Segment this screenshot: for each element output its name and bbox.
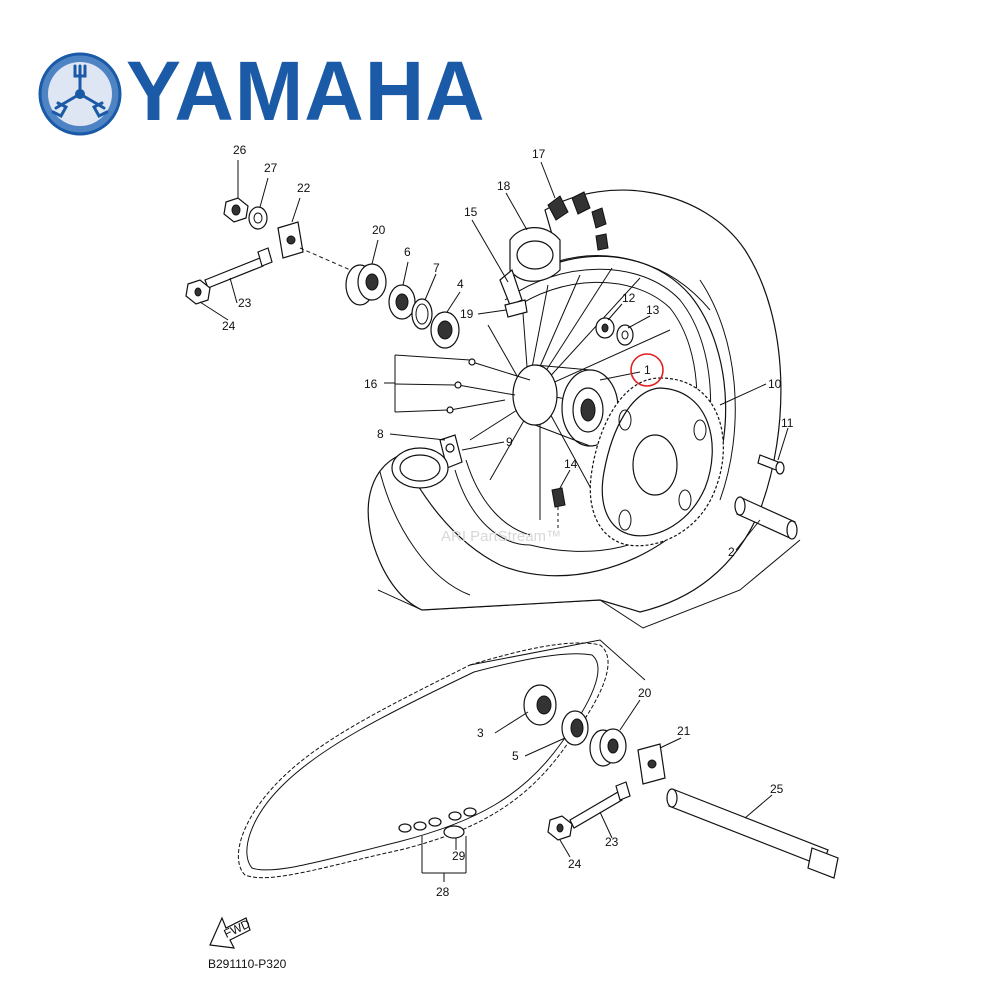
nut-part-26 bbox=[223, 197, 249, 223]
sprocket-part-10 bbox=[589, 377, 724, 547]
rim-lock-part-18 bbox=[509, 227, 561, 282]
callout-24-lower[interactable]: 24 bbox=[568, 857, 582, 871]
valve-part-14 bbox=[551, 487, 566, 528]
bearing-part-4 bbox=[430, 311, 460, 349]
callout-23-lower[interactable]: 23 bbox=[605, 835, 619, 849]
callout-5[interactable]: 5 bbox=[512, 749, 519, 763]
adjuster-part-21 bbox=[637, 743, 666, 785]
callout-17[interactable]: 17 bbox=[532, 147, 546, 161]
callout-2[interactable]: 2 bbox=[728, 545, 735, 559]
tire-part-17 bbox=[367, 189, 782, 613]
drive-chain-part-28 bbox=[237, 642, 609, 879]
spokes bbox=[469, 267, 676, 520]
callout-26[interactable]: 26 bbox=[233, 143, 247, 157]
watermark: ARI PartStream™ bbox=[441, 528, 562, 545]
callout-20-upper[interactable]: 20 bbox=[372, 223, 386, 237]
callout-12[interactable]: 12 bbox=[622, 291, 636, 305]
callout-23-upper[interactable]: 23 bbox=[238, 296, 252, 310]
nut-part-24-lower bbox=[547, 815, 573, 841]
circlip-part-7 bbox=[411, 298, 433, 330]
washer-part-13 bbox=[616, 324, 634, 346]
axle-line-upper bbox=[299, 247, 356, 273]
callout-6[interactable]: 6 bbox=[404, 245, 411, 259]
sprocket-bolts-part-16 bbox=[446, 358, 531, 414]
rim bbox=[454, 268, 712, 552]
callout-25[interactable]: 25 bbox=[770, 782, 784, 796]
callout-24-upper[interactable]: 24 bbox=[222, 319, 236, 333]
tube-ring-part-9 bbox=[391, 447, 449, 489]
oil-seal-part-6 bbox=[388, 284, 416, 320]
callout-21[interactable]: 21 bbox=[677, 724, 691, 738]
nut-part-12 bbox=[595, 317, 615, 339]
brand-wordmark: YAMAHA bbox=[126, 44, 486, 138]
callout-4[interactable]: 4 bbox=[457, 277, 464, 291]
fwd-label: FWD bbox=[222, 917, 253, 941]
callout-28[interactable]: 28 bbox=[436, 885, 450, 899]
callout-9[interactable]: 9 bbox=[506, 435, 513, 449]
callout-3[interactable]: 3 bbox=[477, 726, 484, 740]
tube-part-15 bbox=[499, 268, 523, 306]
master-link-part-29 bbox=[398, 807, 477, 839]
collar-part-20-upper bbox=[345, 263, 387, 306]
nipple-part-19 bbox=[504, 299, 528, 318]
nut-part-24-upper bbox=[185, 279, 211, 305]
adjuster-part-22 bbox=[277, 221, 304, 259]
collar-part-2 bbox=[734, 496, 798, 540]
callout-19[interactable]: 19 bbox=[460, 307, 474, 321]
axle-part-25 bbox=[666, 788, 839, 879]
callout-14[interactable]: 14 bbox=[564, 457, 578, 471]
callout-29[interactable]: 29 bbox=[452, 849, 466, 863]
bolt-part-11 bbox=[757, 454, 785, 475]
figure-code: B291110-P320 bbox=[208, 957, 287, 971]
bolt-part-23-upper bbox=[204, 247, 273, 289]
callout-10[interactable]: 10 bbox=[768, 377, 782, 391]
callout-15[interactable]: 15 bbox=[464, 205, 478, 219]
callout-11[interactable]: 11 bbox=[781, 416, 794, 430]
bearing-part-3 bbox=[523, 684, 557, 726]
hub bbox=[512, 364, 619, 447]
callout-18[interactable]: 18 bbox=[497, 179, 511, 193]
callout-13[interactable]: 13 bbox=[646, 303, 660, 317]
leader-lines bbox=[199, 160, 789, 882]
washer-part-27 bbox=[248, 206, 268, 230]
callout-20-lower[interactable]: 20 bbox=[638, 686, 652, 700]
callout-27[interactable]: 27 bbox=[264, 161, 278, 175]
callout-1[interactable]: 1 bbox=[644, 363, 651, 377]
highlight-circle-part-1 bbox=[630, 353, 664, 387]
fwd-arrow-icon: FWD bbox=[209, 916, 253, 949]
collar-part-20-lower bbox=[589, 728, 627, 767]
callout-7[interactable]: 7 bbox=[433, 261, 440, 275]
callout-labels[interactable]: 26 27 22 20 6 7 4 23 24 17 18 15 19 12 1… bbox=[222, 143, 794, 899]
callout-16[interactable]: 16 bbox=[364, 377, 378, 391]
yamaha-tuning-forks-icon bbox=[38, 52, 122, 136]
bolt-part-23-lower bbox=[569, 781, 631, 829]
callout-22[interactable]: 22 bbox=[297, 181, 311, 195]
oil-seal-part-5 bbox=[561, 710, 589, 746]
callout-8[interactable]: 8 bbox=[377, 427, 384, 441]
